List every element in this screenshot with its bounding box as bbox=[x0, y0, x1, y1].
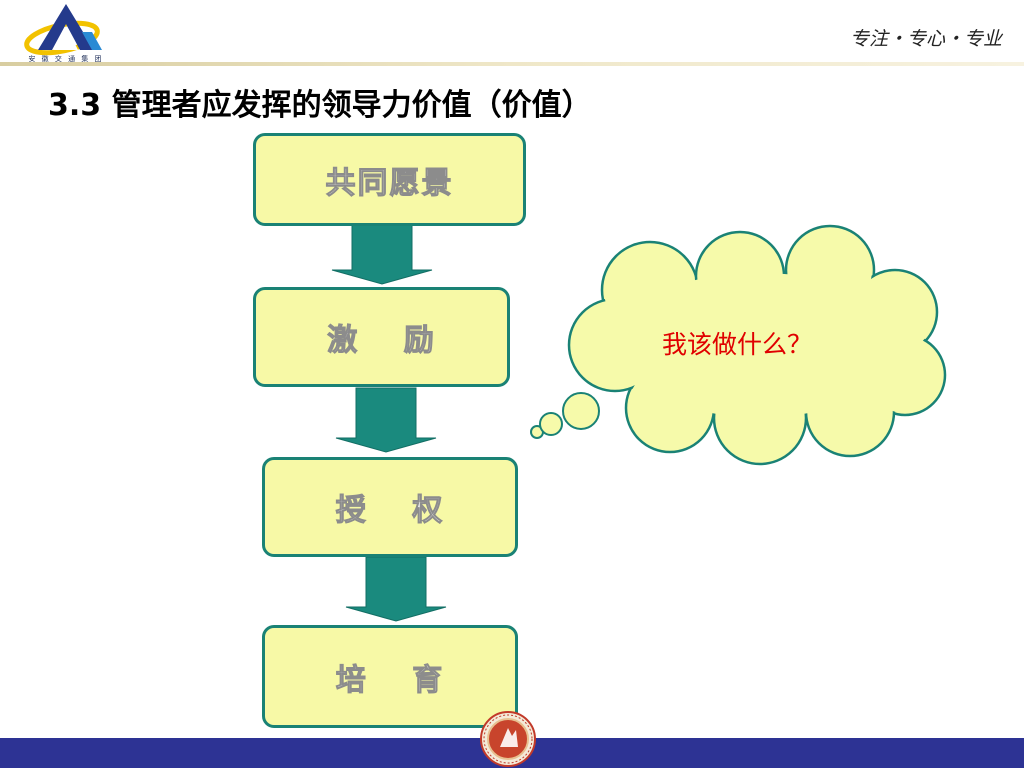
step-label: 授 权 bbox=[335, 493, 445, 529]
company-logo-mountain-icon bbox=[24, 4, 102, 56]
down-arrow-icon bbox=[345, 556, 447, 622]
slide-title: 3.3 管理者应发挥的领导力价值（价值） bbox=[48, 88, 592, 123]
step-development: 培 育 bbox=[262, 625, 518, 728]
bubble-text: 我该做什么？ bbox=[661, 330, 812, 359]
step-motivation: 激 励 bbox=[253, 287, 510, 387]
header-divider bbox=[0, 62, 1024, 66]
step-label: 培 育 bbox=[335, 662, 445, 698]
down-arrow-icon bbox=[335, 387, 437, 453]
header-slogan: 专注・专心・专业 bbox=[849, 28, 1002, 50]
company-logo: 安 徽 交 通 集 团 bbox=[22, 2, 108, 66]
step-label: 激 励 bbox=[327, 323, 436, 359]
footer-round-seal-icon bbox=[480, 711, 536, 767]
down-arrow-icon bbox=[331, 221, 433, 285]
thought-bubble bbox=[530, 224, 947, 466]
logo-caption: 安 徽 交 通 集 团 bbox=[28, 55, 104, 63]
step-empowerment: 授 权 bbox=[262, 457, 518, 557]
step-label: 共同愿景 bbox=[325, 165, 454, 201]
step-shared-vision: 共同愿景 bbox=[253, 133, 526, 226]
